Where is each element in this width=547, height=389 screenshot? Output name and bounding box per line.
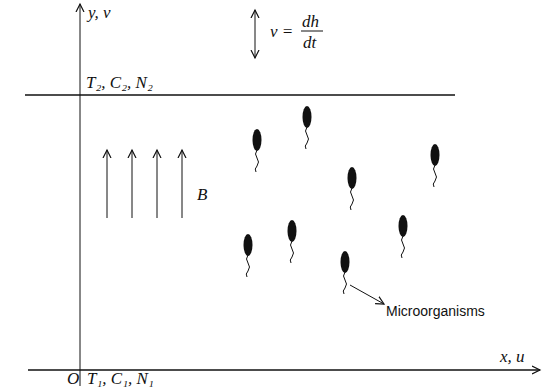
origin-label: O [67,370,79,387]
fraction-bar [301,31,323,32]
velocity-arrow [255,10,256,58]
axis-label: x, u [500,348,525,365]
magnetic-field-arrows [107,150,182,218]
top-plate [25,94,455,95]
fraction-denominator: dt [303,34,316,51]
callout-label: Microorganisms [386,304,485,318]
velocity-label: v = [270,23,293,40]
axis-label: y, v [88,4,111,21]
y-axis [80,4,81,386]
fraction-numerator: dh [302,13,319,30]
leader-arrow [350,285,384,304]
boundary-label: T₂, C₂, N₂ [86,74,153,91]
boundary-label: T₁, C₁, N₁ [87,370,154,387]
field-label: B [197,186,207,203]
microorganisms [244,106,440,294]
